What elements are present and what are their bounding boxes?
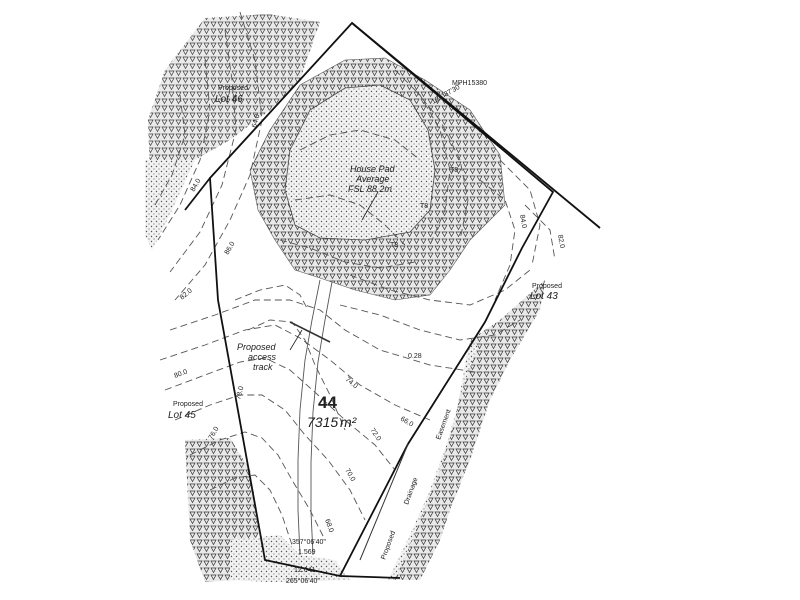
lot-number-label: 44 — [318, 393, 337, 412]
bearing-bottom-3: 12.641 — [294, 567, 316, 574]
neighbour-lot-45-label: Proposed Lot 45 — [168, 401, 203, 421]
svg-text:Lot 46: Lot 46 — [215, 94, 243, 105]
svg-text:0.28: 0.28 — [408, 353, 422, 360]
svg-text:House Pad: House Pad — [350, 164, 396, 174]
svg-text:Proposed: Proposed — [532, 283, 562, 290]
bearing-bottom-4: 265°06'40" — [286, 577, 320, 585]
house-pad-leader — [361, 191, 379, 221]
house-pad-label: House Pad Average FSL 88.2m — [348, 164, 396, 194]
boundary-bottom — [339, 575, 401, 579]
easement-strip — [388, 340, 478, 580]
svg-text:track: track — [253, 362, 273, 372]
svg-text:84.0: 84.0 — [518, 214, 527, 229]
svg-text:64.0: 64.0 — [251, 113, 261, 128]
svg-text:7315: 7315 — [307, 414, 338, 430]
spot-label-2: T8 — [420, 203, 428, 210]
spot-label-3: T8 — [390, 242, 398, 249]
svg-text:78.0: 78.0 — [235, 385, 245, 400]
plan-ref-label: MPH15380 — [452, 80, 487, 87]
easement-label-proposed: Proposed — [380, 530, 397, 561]
svg-text:Proposed: Proposed — [237, 342, 277, 352]
svg-text:72.0: 72.0 — [368, 427, 382, 442]
vegetation-area-right — [395, 280, 545, 580]
lot-area-label: 7315 m² — [307, 414, 358, 430]
access-track — [289, 279, 333, 556]
svg-text:74.0: 74.0 — [344, 376, 359, 390]
neighbour-lot-46-label: Proposed Lot 46 — [215, 85, 248, 105]
svg-text:82.0: 82.0 — [179, 287, 194, 301]
bearing-bottom-1: 357°06'40" — [292, 538, 326, 546]
svg-text:Lot 43: Lot 43 — [530, 291, 558, 302]
svg-text:86.0: 86.0 — [224, 241, 237, 256]
spot-label-1: T8 — [450, 167, 458, 174]
access-track-leader — [289, 329, 303, 351]
boundary-easement — [359, 443, 409, 561]
svg-text:access: access — [248, 352, 277, 362]
vegetation-area-left — [145, 160, 195, 250]
svg-text:82.0: 82.0 — [556, 234, 565, 249]
svg-text:70.0: 70.0 — [343, 468, 356, 483]
svg-text:Proposed: Proposed — [218, 85, 248, 92]
svg-text:Proposed: Proposed — [173, 401, 203, 408]
hatched-area-bottom — [230, 535, 350, 582]
house-pad-area-inner — [284, 84, 436, 241]
neighbour-lot-43-label: Proposed Lot 43 — [530, 283, 562, 302]
lot-boundary — [209, 21, 555, 578]
svg-text:m²: m² — [340, 414, 358, 430]
easement-label-drainage: Drainage — [403, 476, 419, 505]
boundary-left — [184, 177, 211, 211]
svg-text:Lot 45: Lot 45 — [168, 410, 196, 421]
bearing-bottom-2: 1.569 — [298, 549, 316, 556]
svg-text:80.0: 80.0 — [173, 369, 188, 380]
vegetation-area-top-left — [148, 14, 320, 178]
svg-text:68.0: 68.0 — [323, 518, 334, 533]
svg-text:Average: Average — [355, 174, 389, 184]
boundary-top-right — [351, 22, 601, 229]
svg-text:66.0: 66.0 — [399, 416, 414, 429]
contour-lines — [154, 11, 556, 546]
access-track-label: Proposed access track — [237, 342, 277, 372]
svg-text:FSL 88.2m: FSL 88.2m — [348, 184, 392, 194]
